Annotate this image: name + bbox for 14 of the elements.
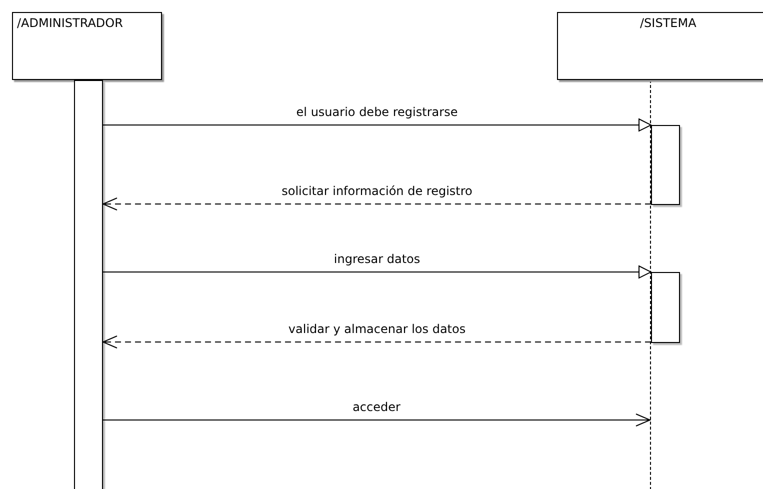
lifeline-header-box: /ADMINISTRADOR <box>12 12 162 80</box>
message-label: solicitar información de registro <box>280 184 474 198</box>
lifeline-header-box: /SISTEMA <box>557 12 763 80</box>
message-arrow <box>102 118 652 132</box>
message-arrow <box>102 414 650 426</box>
activation-bar <box>74 80 103 489</box>
activation-bar <box>651 125 680 205</box>
message-arrow <box>102 266 652 278</box>
message-label: acceder <box>350 400 402 414</box>
message-label: el usuario debe registrarse <box>294 105 460 119</box>
activation-bar <box>651 272 680 343</box>
return-message-arrow <box>102 198 652 210</box>
return-message-arrow <box>102 336 652 348</box>
message-label: validar y almacenar los datos <box>286 322 468 336</box>
